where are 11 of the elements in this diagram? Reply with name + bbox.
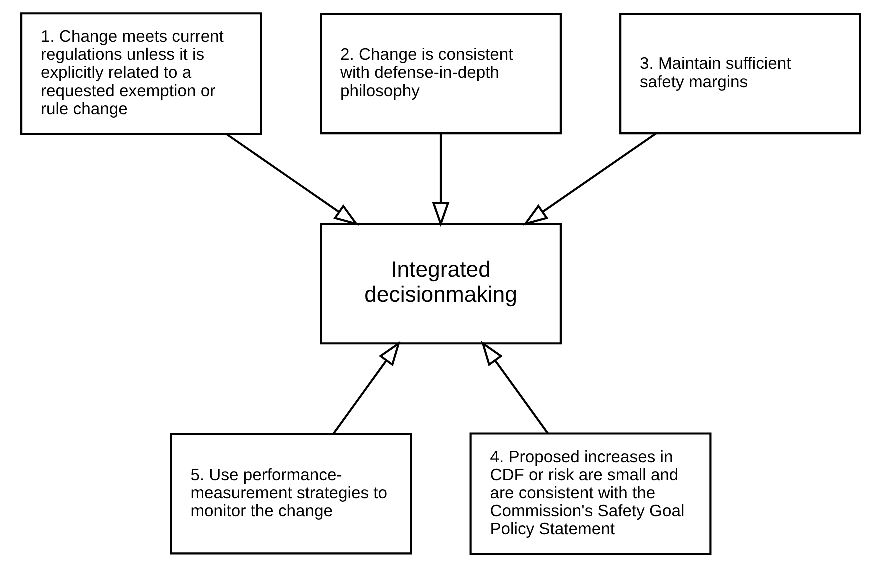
arrow bbox=[481, 341, 550, 434]
node-box: 2. Change is consistent with defense-in-depth philosophy bbox=[320, 13, 562, 135]
node-box: 4. Proposed increases in CDF or risk are small and are consistent with the Commission's Safety Goal Policy Statement bbox=[470, 432, 712, 556]
arrow bbox=[523, 132, 657, 226]
arrow bbox=[226, 134, 360, 226]
node-box: Integrated decisionmaking bbox=[320, 223, 562, 345]
node-box: 3. Maintain sufficient safety margins bbox=[620, 13, 862, 135]
arrow bbox=[432, 134, 450, 228]
node-box: 1. Change meets current regulations unless it is explicitly related to a requested exemption or rule change bbox=[20, 12, 262, 136]
arrow bbox=[332, 341, 401, 435]
node-box: 5. Use performance-measurement strategies to monitor the change bbox=[170, 433, 412, 555]
